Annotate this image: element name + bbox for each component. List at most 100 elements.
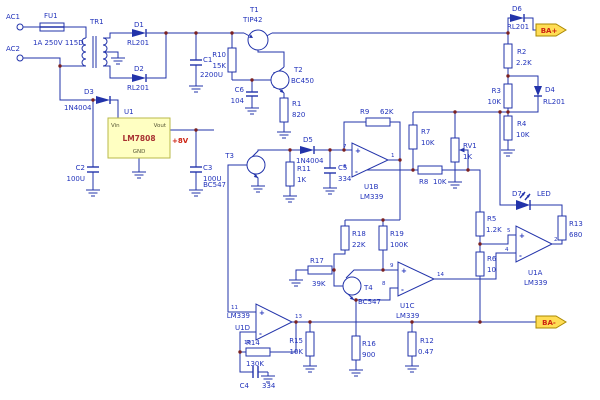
ground-icon [189,82,203,93]
u1b-ref: U1B [364,183,379,191]
transistor-t2: T2 BC450 [270,66,314,93]
r2-ref: R2 [517,48,526,56]
r3-ref: R3 [492,87,501,95]
c6-value: 104 [231,97,245,105]
d7-ref: D7 [512,190,522,198]
resistor-icon [417,165,443,175]
r19-value: 100K [390,241,408,249]
potentiometer-rv1: RV1 1K [450,137,477,163]
r13-value: 680 [569,231,582,239]
u1a-pin-minus: 4 [505,247,509,253]
d3-ref: D3 [84,88,94,96]
transistor-t1: T1 TIP42 [242,6,269,51]
c4-value: 334 [262,382,276,390]
ground-icon [501,146,515,157]
u1a-pin-out: 2 [554,237,558,243]
terminal-icon [16,23,24,31]
ac1-terminal: AC1 [6,13,24,31]
r10-ref: R10 [212,51,226,59]
c2-value: 100U [67,175,85,183]
diode-icon [132,29,146,37]
transistor-icon [246,155,266,175]
r14-value: 130K [246,360,264,368]
t4-ref: T4 [363,284,373,292]
ground-icon [283,192,297,203]
r18-ref: R18 [352,230,366,238]
c3-ref: C3 [203,164,212,172]
t2-value: BC450 [291,77,314,85]
d7-value: LED [537,190,551,198]
cap-c4: C4 334 [240,366,276,390]
u1d-ref: U1D [235,324,250,332]
pot-wiper-arrow [459,147,465,153]
diode-d1: D1 RL201 [127,21,149,47]
cap-c3: C3 100U [190,164,221,183]
r6-ref: R6 [487,255,497,263]
resistor-icon [503,115,513,141]
u1-ref: U1 [124,108,134,116]
diode-d6: D6 RL201 [507,5,529,31]
resistor-icon [408,124,418,150]
c4-ref: C4 [240,382,250,390]
t4-value: BC547 [358,298,381,306]
ac1-label: AC1 [6,13,20,21]
minus-input-sign: - [259,330,262,338]
u1b-pin-plus: 7 [343,144,347,150]
pot-icon [450,137,460,163]
ground-icon [261,372,275,383]
r11-value: 1K [297,176,306,184]
r17-value: 39K [312,280,326,288]
ground-icon [349,366,363,377]
r1-value: 820 [292,111,305,119]
resistor-r14: R14 130K [245,339,271,368]
opamp-icon [255,303,294,341]
u1d-value: LM339 [227,312,250,320]
resistor-icon [351,335,361,361]
led-d7: D7 LED [512,190,551,210]
opamp-u1c: + - 9 8 14 U1C LM339 [382,261,444,320]
resistor-icon [245,347,271,357]
r17-ref: R17 [310,257,324,265]
ba-plus-label: BA+ [541,27,558,35]
r6-value: 10 [487,266,496,274]
d6-ref: D6 [512,5,522,13]
r3-value: 10K [488,98,502,106]
r15-value: 10K [290,348,304,356]
junction-dots [58,31,510,354]
resistor-icon [557,215,567,241]
ground-icon [251,182,265,193]
u1c-pin-out: 14 [437,272,444,278]
minus-input-sign: - [401,286,404,294]
resistor-icon [503,83,513,109]
opamp-u1a: + - 5 4 2 U1A LM339 [505,225,558,287]
r8-ref: R8 [419,178,428,186]
r8-value: 10K [433,178,447,186]
fu1-value: 1A 250V 115D [33,39,84,47]
d2-ref: D2 [134,65,144,73]
diode-icon [96,96,110,104]
ac2-label: AC2 [6,45,20,53]
opamp-icon [351,142,390,178]
u1b-pin-minus: 6 [343,164,347,170]
resistor-r18: R18 22K [340,225,366,251]
diode-icon [132,74,146,82]
cap-c1: C1 2200U [190,56,223,79]
resistor-r3: R3 10K [488,83,513,109]
ground-icon [111,54,125,65]
rv1-value: 1K [463,153,472,161]
transistor-icon [342,276,362,296]
terminal-icon [16,54,24,62]
u1c-pin-plus: 9 [390,263,394,269]
fu1-ref: FU1 [44,12,58,20]
resistor-icon [340,225,350,251]
transistor-icon [247,29,269,51]
ground-icon [303,362,317,373]
plus8v-label: +8V [172,137,189,145]
ground-icon [189,186,203,197]
u1d-pin-minus: 10 [244,340,251,346]
r11-ref: R11 [297,165,311,173]
r4-ref: R4 [517,120,527,128]
diode-icon [534,86,542,96]
ground-symbols [86,54,515,383]
